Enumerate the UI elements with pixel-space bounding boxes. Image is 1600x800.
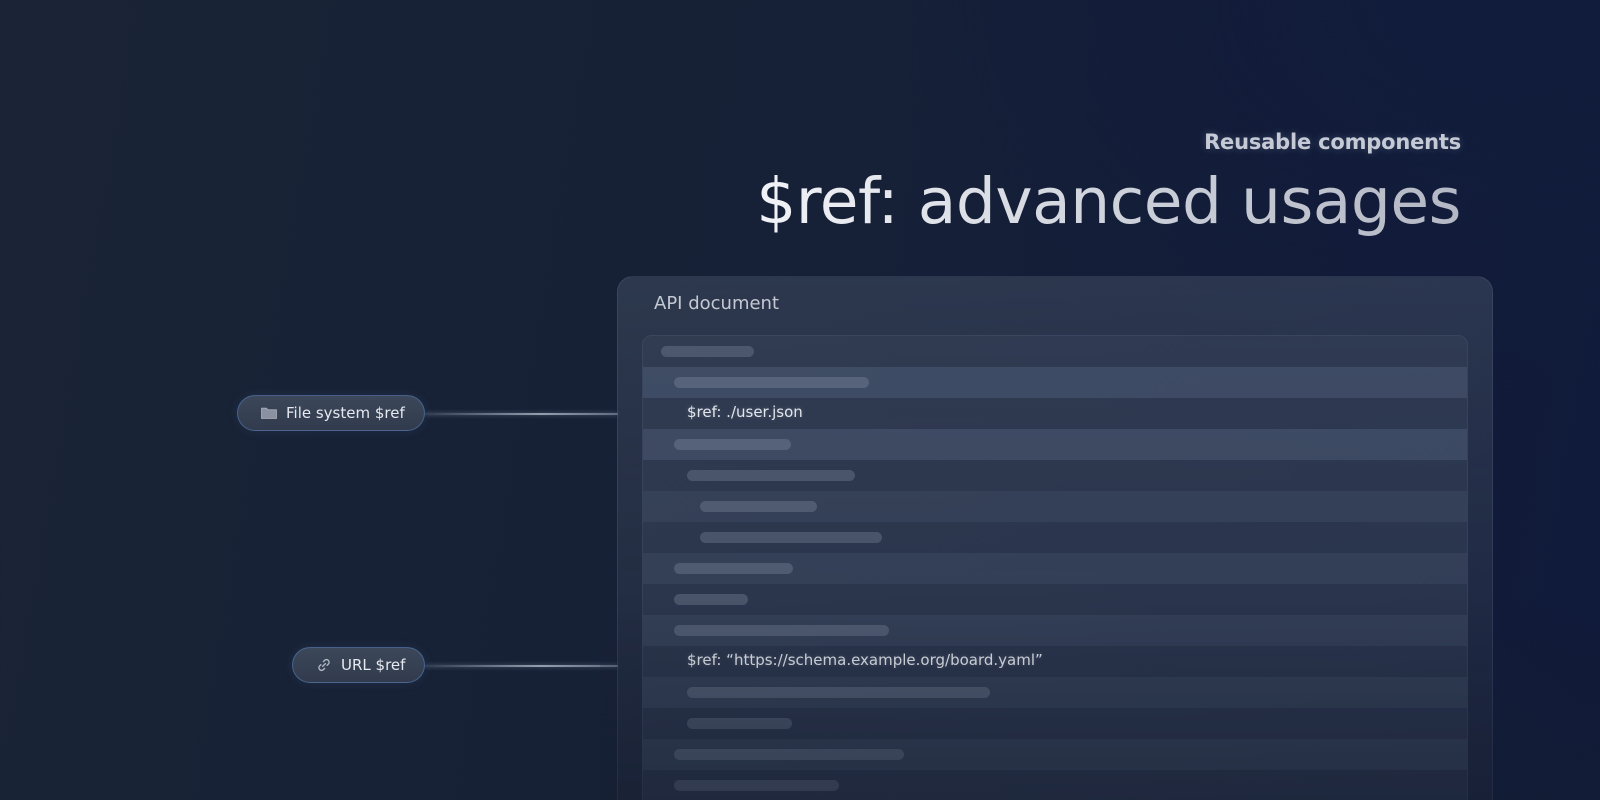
document-row xyxy=(643,739,1467,770)
page-title: $ref: advanced usages xyxy=(756,165,1461,238)
document-row xyxy=(643,367,1467,398)
document-row xyxy=(643,460,1467,491)
ref-code-line: $ref: ./user.json xyxy=(687,403,803,421)
placeholder-line xyxy=(674,563,793,574)
document-row xyxy=(643,770,1467,800)
file-system-ref-label: File system $ref xyxy=(286,404,405,422)
section-eyebrow: Reusable components xyxy=(1204,130,1461,154)
document-row xyxy=(643,336,1467,367)
placeholder-line xyxy=(674,749,904,760)
document-row xyxy=(643,491,1467,522)
document-row xyxy=(643,708,1467,739)
url-connector-line xyxy=(425,665,618,667)
document-code-area: $ref: ./user.json $ref: “https://schema.e… xyxy=(642,335,1468,800)
placeholder-line xyxy=(674,377,869,388)
document-row xyxy=(643,615,1467,646)
document-row xyxy=(643,522,1467,553)
api-document-panel: API document $ref: ./user.json $ref: “htt… xyxy=(617,276,1493,800)
document-row xyxy=(643,677,1467,708)
url-ref-badge: URL $ref xyxy=(292,647,425,683)
link-icon xyxy=(315,656,333,674)
ref-code-line: $ref: “https://schema.example.org/board.… xyxy=(687,651,1043,669)
placeholder-line xyxy=(674,780,839,791)
document-row: $ref: “https://schema.example.org/board.… xyxy=(643,646,1467,677)
placeholder-line xyxy=(661,346,754,357)
document-row xyxy=(643,429,1467,460)
placeholder-line xyxy=(700,532,882,543)
panel-title: API document xyxy=(654,293,780,314)
placeholder-line xyxy=(687,687,990,698)
folder-icon xyxy=(260,404,278,422)
file-system-ref-badge: File system $ref xyxy=(237,395,425,431)
url-ref-label: URL $ref xyxy=(341,656,406,674)
placeholder-line xyxy=(700,501,817,512)
placeholder-line xyxy=(674,439,791,450)
placeholder-line xyxy=(687,718,792,729)
placeholder-line xyxy=(674,625,889,636)
file-system-connector-line xyxy=(425,413,618,415)
document-row: $ref: ./user.json xyxy=(643,398,1467,429)
placeholder-line xyxy=(674,594,748,605)
document-row xyxy=(643,584,1467,615)
placeholder-line xyxy=(687,470,855,481)
document-row xyxy=(643,553,1467,584)
